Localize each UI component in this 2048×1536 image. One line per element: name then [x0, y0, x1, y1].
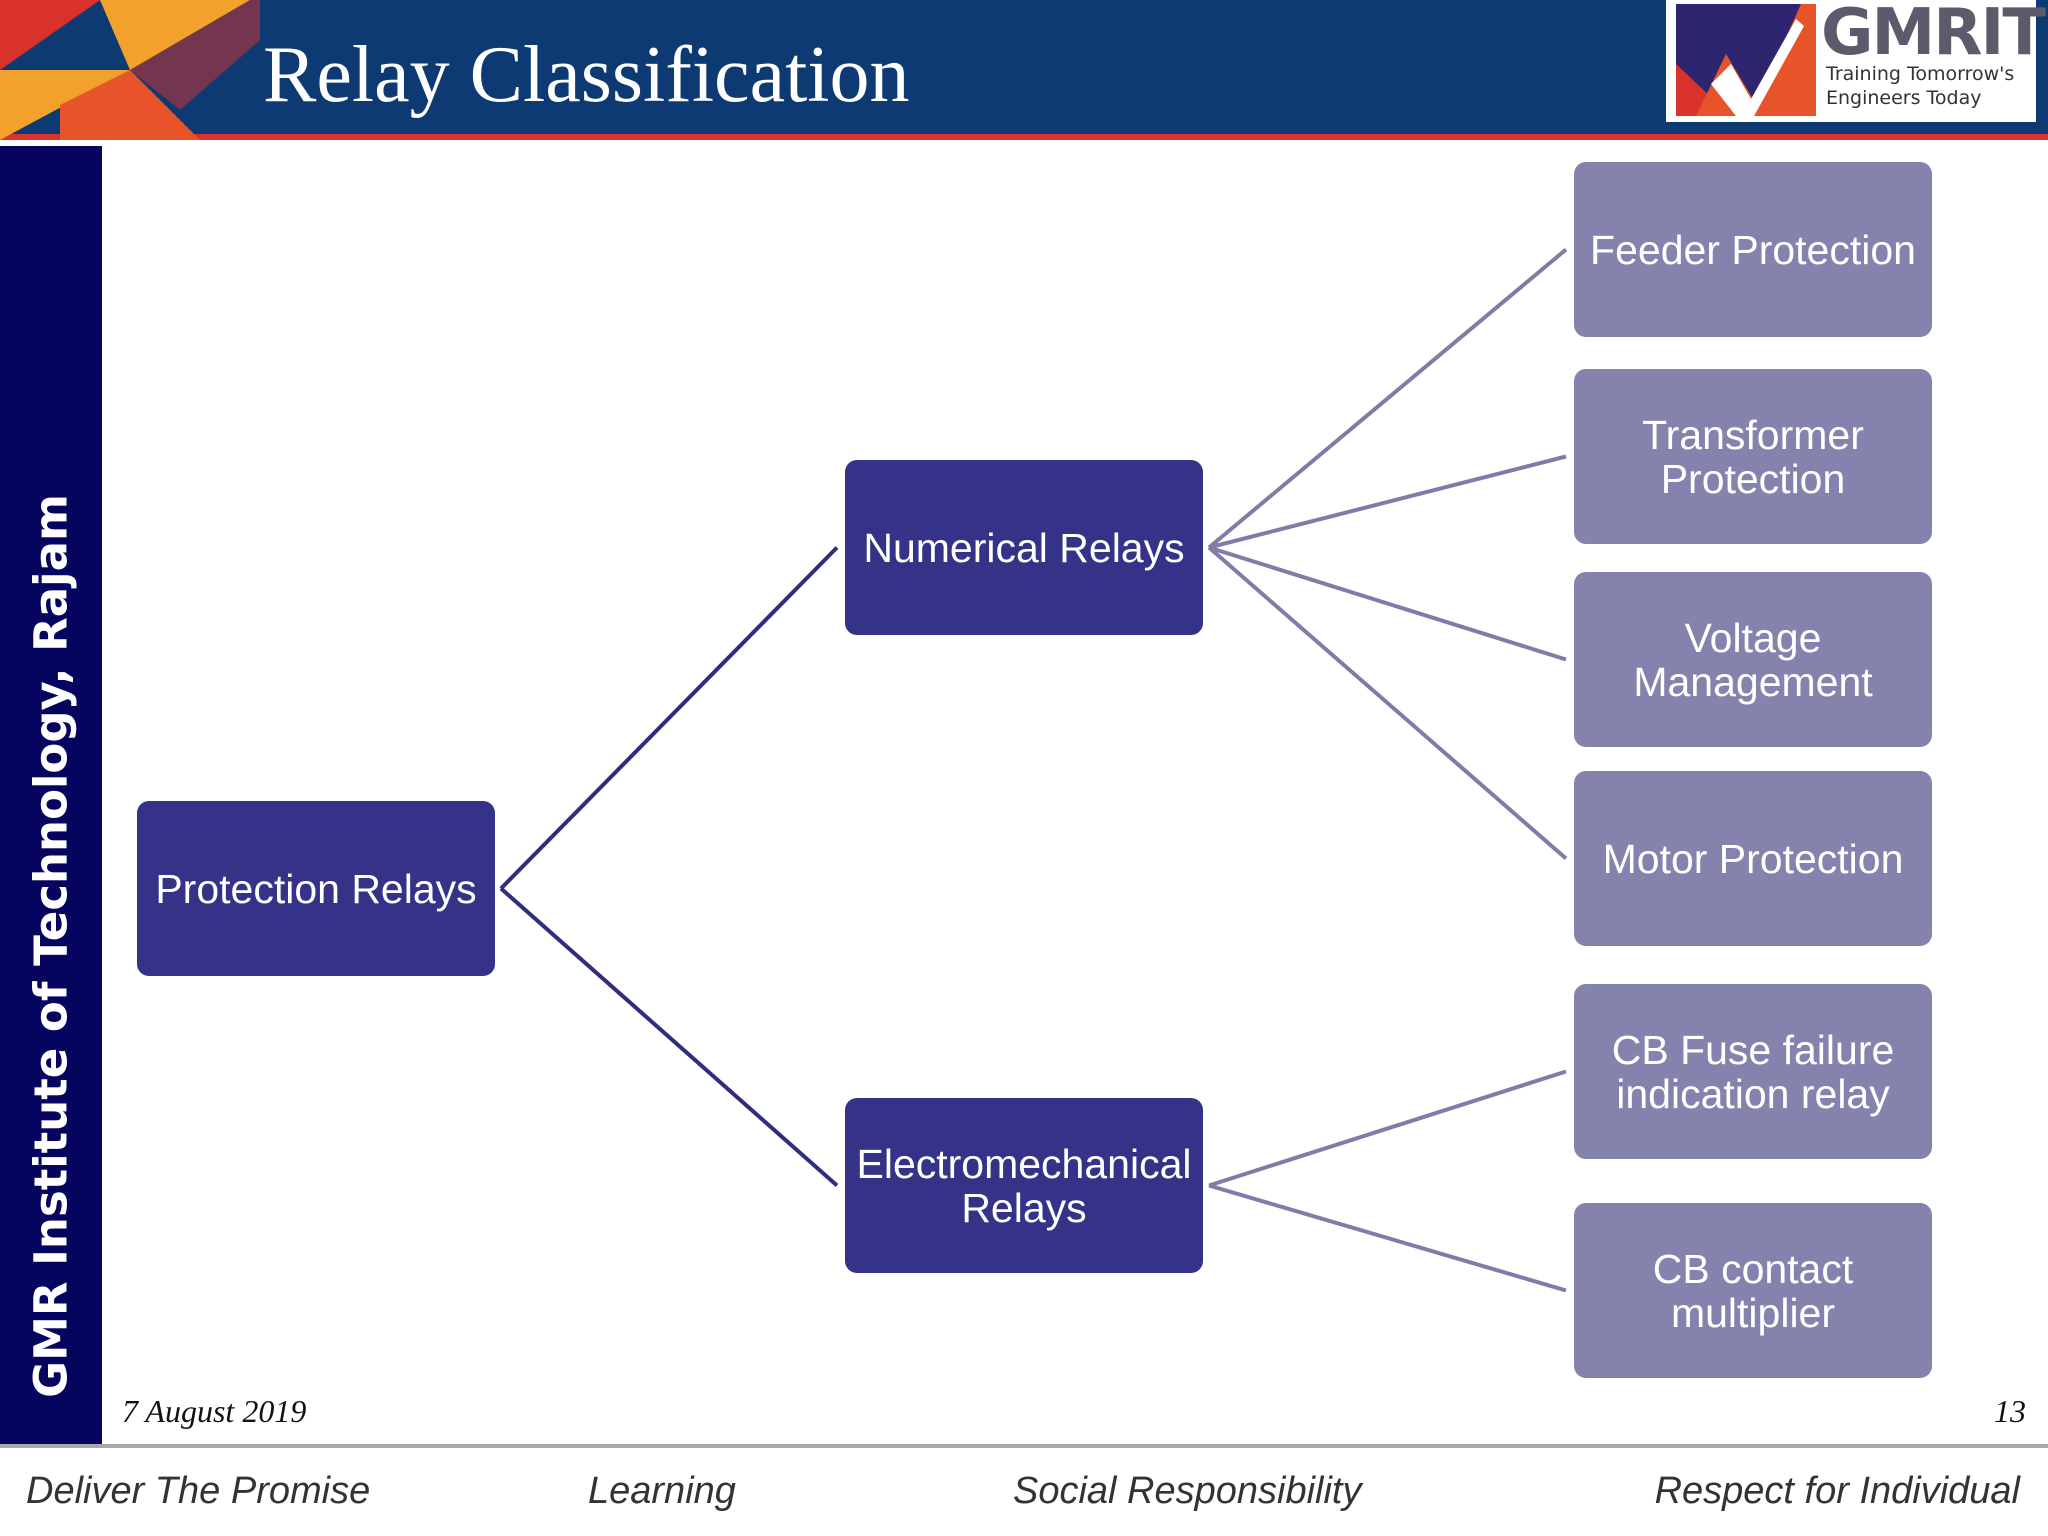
connector-protection-electromech: [499, 887, 839, 1187]
node-label: Voltage Management: [1633, 614, 1873, 705]
node-label: CB contact multiplier: [1652, 1245, 1854, 1336]
logo-tagline: Training Tomorrow's Engineers Today: [1826, 63, 2015, 109]
logo-wordmark: GMRIT: [1821, 0, 2046, 70]
institute-sidebar: GMR Institute of Technology, Rajam: [0, 146, 102, 1446]
node-transformer-protection: Transformer Protection: [1574, 369, 1932, 544]
node-motor-protection: Motor Protection: [1574, 771, 1932, 946]
node-voltage-management: Voltage Management: [1574, 572, 1932, 747]
node-label: CB Fuse failure indication relay: [1611, 1026, 1895, 1117]
connector-numerical-voltage: [1208, 545, 1567, 662]
connector-numerical-feeder: [1207, 247, 1568, 550]
gmrit-logo: GMRIT Training Tomorrow's Engineers Toda…: [1666, 0, 2046, 122]
connector-electromech-cbcontact: [1208, 1183, 1567, 1293]
footer-value-learning: Learning: [588, 1470, 736, 1512]
node-label: Numerical Relays: [863, 524, 1185, 571]
node-label: Electromechanical Relays: [856, 1140, 1192, 1231]
footer-value-social-responsibility: Social Responsibility: [1013, 1470, 1362, 1512]
header-decoration-graphic: [0, 0, 260, 140]
node-label: Feeder Protection: [1590, 226, 1916, 273]
slide-header: Relay Classification GMRIT Training Tomo…: [0, 0, 2048, 140]
footer-value-respect-for-individual: Respect for Individual: [1654, 1470, 2020, 1512]
slide-title: Relay Classification: [263, 31, 910, 119]
node-cb-fuse-failure-relay: CB Fuse failure indication relay: [1574, 984, 1932, 1159]
connector-protection-numerical: [499, 546, 839, 890]
node-feeder-protection: Feeder Protection: [1574, 162, 1932, 337]
slide-date: 7 August 2019: [122, 1393, 307, 1429]
logo-emblem-icon: [1676, 4, 1816, 116]
node-cb-contact-multiplier: CB contact multiplier: [1574, 1203, 1932, 1378]
footer-divider: [0, 1444, 2048, 1448]
node-numerical-relays: Numerical Relays: [845, 460, 1203, 635]
node-label: Transformer Protection: [1642, 411, 1864, 502]
footer-value-deliver-the-promise: Deliver The Promise: [26, 1470, 371, 1512]
node-electromechanical-relays: Electromechanical Relays: [845, 1098, 1203, 1273]
connector-numerical-motor: [1207, 545, 1568, 861]
node-label: Protection Relays: [155, 865, 477, 912]
node-label: Motor Protection: [1602, 835, 1904, 882]
node-protection-relays: Protection Relays: [137, 801, 495, 976]
slide-number: 13: [1994, 1393, 2026, 1429]
connector-electromech-cbfuse: [1208, 1069, 1567, 1188]
connector-numerical-transformer: [1208, 454, 1567, 550]
